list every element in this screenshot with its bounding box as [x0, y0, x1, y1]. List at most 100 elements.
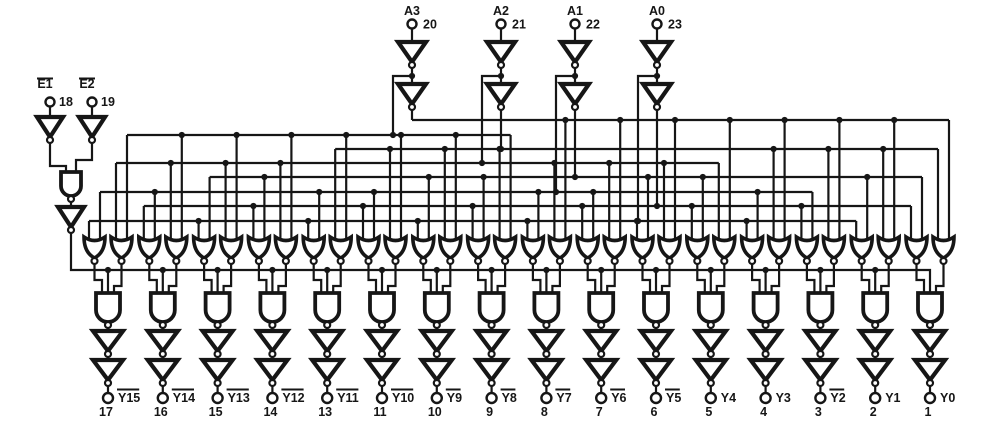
nor-gate [383, 233, 408, 261]
inverter-bubble [706, 320, 715, 330]
nor-gate [794, 233, 820, 261]
junction-dot [288, 131, 295, 139]
output-column-Y7: Y78 [520, 233, 573, 419]
junction-dot [497, 72, 505, 80]
nor-gate [136, 233, 162, 261]
inverter-bubble [103, 320, 113, 330]
inverter-bubble [651, 320, 661, 330]
nor-gate [876, 233, 902, 261]
output-pin-circle [430, 391, 443, 405]
output-label: Y13 [228, 391, 250, 405]
output-label: Y14 [173, 391, 195, 405]
pin-number: 16 [154, 405, 168, 419]
junction-dot [324, 266, 331, 274]
junction-dot [414, 217, 421, 225]
inverter-bubble [496, 60, 506, 70]
nor-output-wire [641, 264, 652, 295]
nand-gate [532, 291, 561, 324]
inverter-bubble [145, 256, 154, 266]
enable-rail-wire [69, 202, 932, 295]
inverter-bubble [432, 378, 441, 388]
output-pin-circle [759, 391, 772, 405]
pin-number: 9 [486, 405, 493, 419]
nor-output-wire [112, 264, 123, 295]
nand-gate [203, 291, 232, 324]
pin-number: 19 [101, 95, 115, 109]
input-label: A1 [567, 4, 583, 18]
nor-output-wire [880, 264, 890, 295]
inverter-bubble [583, 256, 592, 266]
inverter-bubble [706, 349, 715, 359]
junction-dot [606, 159, 613, 167]
junction-dot [617, 116, 624, 124]
nor-output-wire [496, 264, 507, 295]
nor-gate [849, 233, 875, 261]
nor-output-wire [750, 264, 761, 295]
pin-number: 17 [99, 405, 113, 419]
junction-dot [433, 266, 440, 274]
inverter [746, 328, 785, 355]
junction-dot [359, 202, 367, 210]
junction-dot [781, 116, 788, 124]
nor-output-wire [825, 264, 836, 295]
output-label: Y8 [502, 391, 517, 405]
junction-dot [743, 217, 750, 225]
pin-number: 2 [870, 405, 877, 419]
nor-gate [492, 233, 518, 261]
inverter [54, 204, 88, 231]
inverter-bubble [816, 320, 825, 330]
complement-branch-wire [391, 74, 412, 135]
output-pin-circle [814, 391, 827, 405]
output-pin-circle [595, 391, 608, 405]
inverter-bubble [774, 256, 784, 266]
inverter-bubble [761, 349, 770, 359]
inverter-bubble [597, 378, 606, 388]
enable-rail [69, 202, 932, 295]
output-column-Y2: Y23 [794, 233, 847, 419]
output-label: Y11 [337, 391, 359, 405]
nor-gate [602, 233, 628, 261]
output-column-Y0: Y01 [904, 233, 956, 419]
inverter-bubble [925, 378, 935, 388]
junction-dot [195, 217, 202, 225]
output-pin-circle [101, 391, 115, 405]
inverter [253, 357, 292, 384]
inverter [143, 328, 182, 355]
nor-output-wire [586, 264, 597, 295]
nor-gate [109, 233, 134, 261]
nand-gate [642, 291, 670, 324]
nor-output-wire [696, 264, 706, 295]
junction-dot [250, 202, 257, 210]
output-column-Y4: Y45 [684, 233, 737, 419]
nand-gate [696, 291, 725, 324]
inverter [856, 328, 895, 355]
inverter-bubble [407, 102, 417, 112]
inverter [691, 357, 730, 384]
inverter-bubble [487, 378, 496, 388]
output-label: Y4 [721, 391, 736, 405]
output-label: Y9 [447, 391, 462, 405]
nor-output-wire [148, 264, 158, 295]
output-pin-circle [485, 391, 498, 405]
inverter-bubble [268, 378, 277, 388]
output-label: Y1 [885, 391, 900, 405]
inverter-bubble [652, 102, 662, 112]
inverter-bubble [432, 320, 441, 330]
junction-dot [261, 173, 268, 181]
inverter-bubble [693, 256, 702, 266]
nand-gate [587, 291, 616, 324]
nor-gate [301, 233, 327, 261]
inverter-bubble [474, 256, 483, 266]
inverter-bubble [939, 256, 948, 266]
nand-gate [313, 291, 342, 324]
nand-gate [258, 291, 287, 324]
junction-dot [452, 131, 459, 139]
inverter-bubble [158, 378, 167, 388]
bus-A1-bar [98, 188, 814, 243]
junction-dot [277, 159, 284, 167]
nor-gate [356, 233, 381, 261]
input-label: A0 [649, 4, 665, 18]
output-label: Y3 [776, 391, 791, 405]
